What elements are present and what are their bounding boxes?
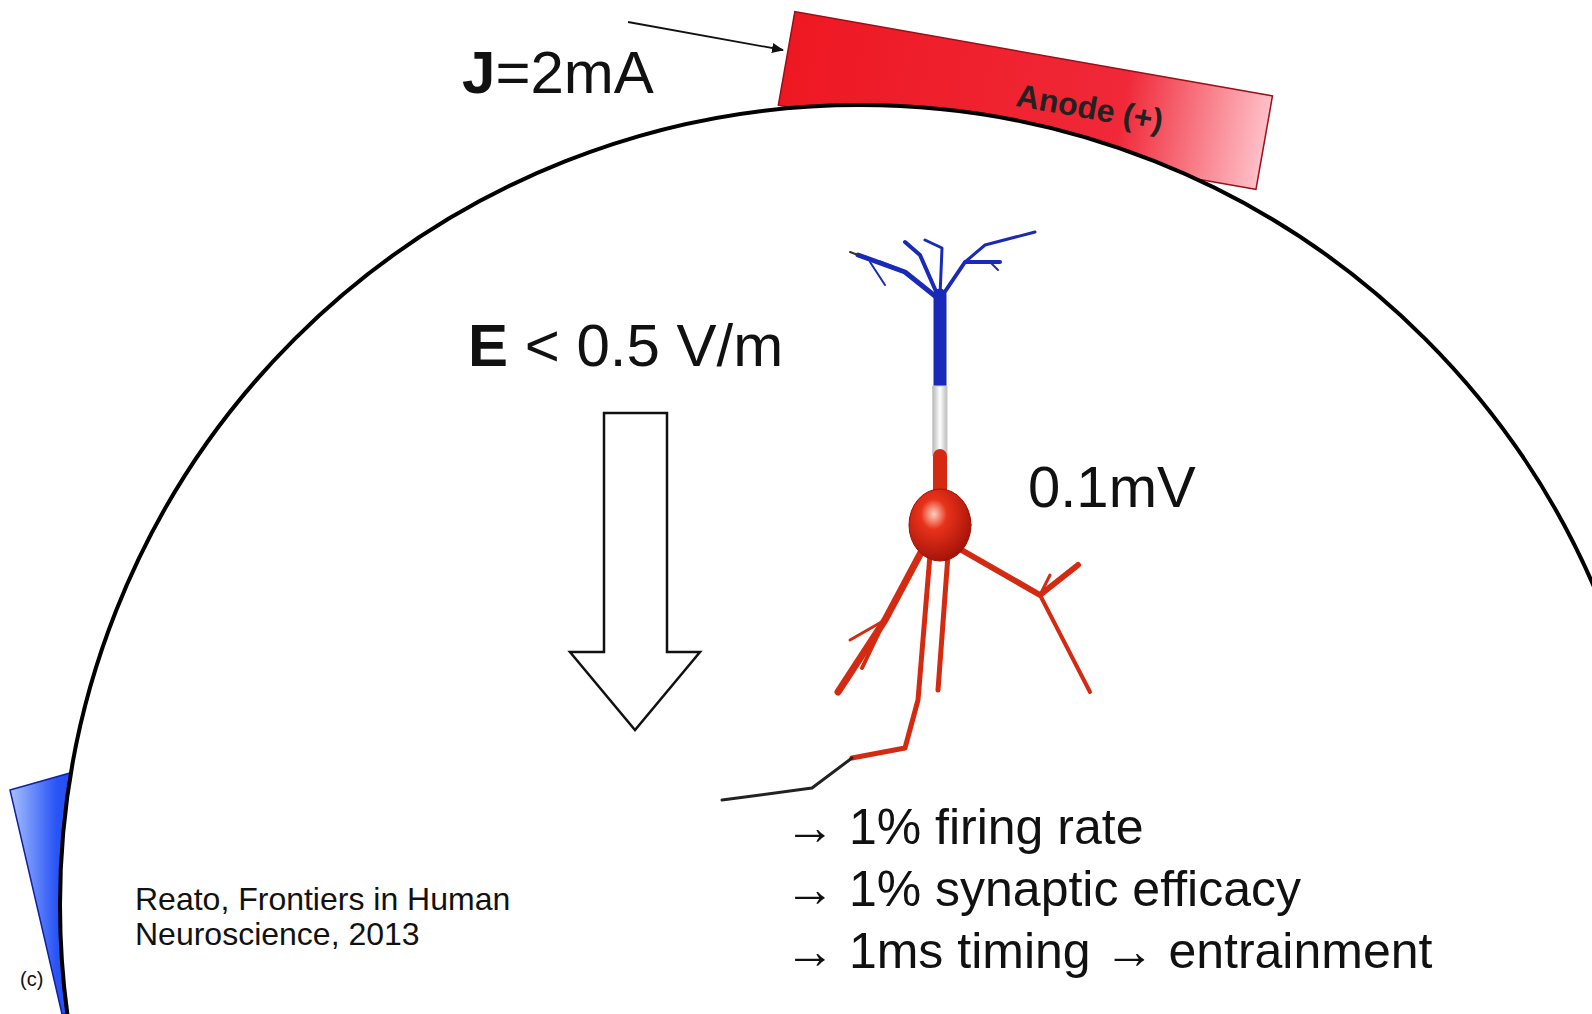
- electrode-label: Anode (+): [1013, 77, 1166, 139]
- effect-note: → 1ms timing → entrainment: [785, 924, 1432, 979]
- current-label: J=2mA: [462, 40, 654, 106]
- voltage-label: 0.1mV: [1028, 455, 1196, 519]
- head-outline: [60, 105, 1592, 1014]
- field-arrow: [570, 413, 700, 730]
- field-label: E < 0.5 V/m: [468, 313, 783, 379]
- citation: Reato, Frontiers in Human Neuroscience, …: [135, 882, 575, 952]
- copyright: (c): [18, 968, 45, 990]
- effect-note: → 1% synaptic efficacy: [785, 862, 1301, 917]
- effect-note: → 1% firing rate: [785, 800, 1143, 855]
